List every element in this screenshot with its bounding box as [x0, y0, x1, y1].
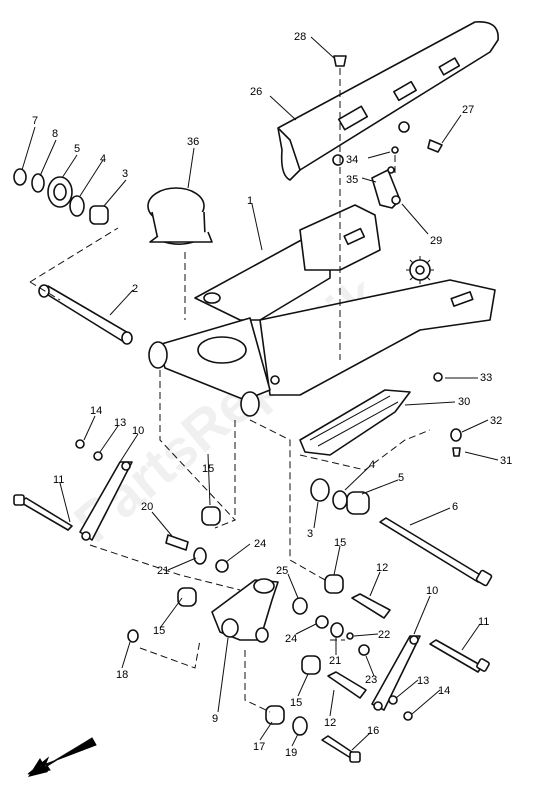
leader-lines: [21, 36, 499, 751]
chain-guard-bracket: [371, 169, 401, 209]
callout-14b: 14: [438, 685, 450, 697]
callout-1: 1: [247, 195, 253, 207]
callout-3a: 3: [122, 168, 128, 180]
callout-15c: 15: [153, 625, 165, 637]
connecting-rod-left: [13, 439, 133, 541]
callout-34: 34: [346, 154, 358, 166]
callout-4b: 4: [369, 459, 375, 471]
callout-15b: 15: [334, 537, 346, 549]
callout-12a: 12: [376, 562, 388, 574]
bottom-fasteners: [127, 629, 361, 763]
callout-10b: 10: [426, 585, 438, 597]
callout-15d: 15: [290, 697, 302, 709]
callout-35: 35: [346, 174, 358, 186]
callout-5a: 5: [74, 143, 80, 155]
callout-17: 17: [253, 741, 265, 753]
callout-14a: 14: [90, 405, 102, 417]
callout-25: 25: [276, 565, 288, 577]
callout-7: 7: [32, 115, 38, 127]
callout-33: 33: [480, 372, 492, 384]
pivot-bushing-stack-upper: [13, 168, 109, 225]
callout-16: 16: [367, 725, 379, 737]
gear-icon: [406, 256, 434, 284]
callout-11a: 11: [53, 474, 64, 486]
pivot-bolt-long: [379, 517, 493, 587]
chain-slider: [299, 389, 411, 456]
callout-24a: 24: [254, 538, 266, 550]
callout-32: 32: [490, 415, 502, 427]
callout-29: 29: [430, 235, 442, 247]
assembly-lines: [29, 68, 431, 713]
callout-21b: 21: [329, 655, 341, 667]
callout-20: 20: [141, 501, 153, 513]
collars: [327, 593, 391, 699]
callout-30: 30: [458, 396, 470, 408]
relay-arm: [211, 578, 279, 643]
callout-24b: 24: [285, 633, 297, 645]
bushings-left: [165, 506, 229, 607]
callout-13a: 13: [114, 417, 126, 429]
callout-8: 8: [52, 128, 58, 140]
bushings-middle: [292, 574, 370, 675]
front-direction-arrow-icon: [27, 737, 97, 777]
callout-4a: 4: [100, 153, 106, 165]
callout-2: 2: [132, 283, 138, 295]
callout-9: 9: [212, 713, 218, 725]
callout-15a: 15: [202, 463, 214, 475]
pivot-shaft: [38, 284, 133, 345]
connecting-rod-right: [371, 635, 490, 721]
chain-guard: [277, 21, 499, 181]
callout-3b: 3: [307, 528, 313, 540]
callout-22: 22: [378, 629, 390, 641]
relay-arm-bushing-stack: [310, 478, 370, 515]
callout-11b: 11: [478, 616, 489, 628]
callout-18: 18: [116, 669, 128, 681]
callout-12b: 12: [324, 717, 336, 729]
callout-31: 31: [500, 455, 512, 467]
callout-labels: 28 26 27 7 8 5 4 3 36 1 34 35 29 2 33 30…: [32, 31, 512, 759]
dust-cover: [147, 187, 213, 245]
swingarm: [148, 204, 496, 417]
callout-23: 23: [365, 674, 377, 686]
callout-10a: 10: [132, 425, 144, 437]
callout-28: 28: [294, 31, 306, 43]
bolts-upper: [333, 55, 443, 174]
slider-fasteners: [433, 372, 462, 457]
callout-26: 26: [250, 86, 262, 98]
callout-27: 27: [462, 104, 474, 116]
callout-36: 36: [187, 136, 199, 148]
callout-13b: 13: [417, 675, 429, 687]
callout-5b: 5: [398, 472, 404, 484]
callout-19: 19: [285, 747, 297, 759]
callout-21a: 21: [157, 565, 169, 577]
callout-6: 6: [452, 501, 458, 513]
